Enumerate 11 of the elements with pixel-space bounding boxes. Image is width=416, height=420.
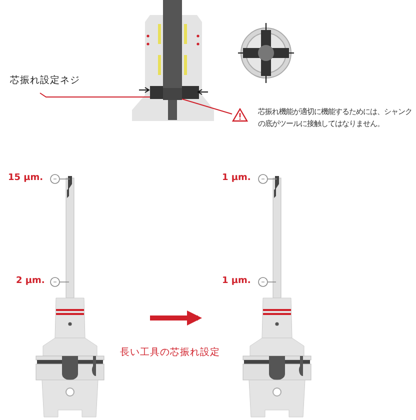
- leader-line: [182, 98, 232, 114]
- arrow: [150, 310, 202, 326]
- runout-value: 15 μm.: [8, 173, 44, 183]
- adjusting-screw: [150, 86, 163, 99]
- part-label: 芯振れ設定ネジ: [10, 74, 80, 87]
- runout-value: 2 μm.: [16, 276, 45, 286]
- runout-value: 1 μm.: [222, 276, 251, 286]
- leader-line: [40, 92, 150, 98]
- edge-label: 長い工具の芯振れ設定: [120, 346, 220, 359]
- shank-bottom: [163, 88, 182, 100]
- runout-value: 1 μm.: [222, 173, 251, 183]
